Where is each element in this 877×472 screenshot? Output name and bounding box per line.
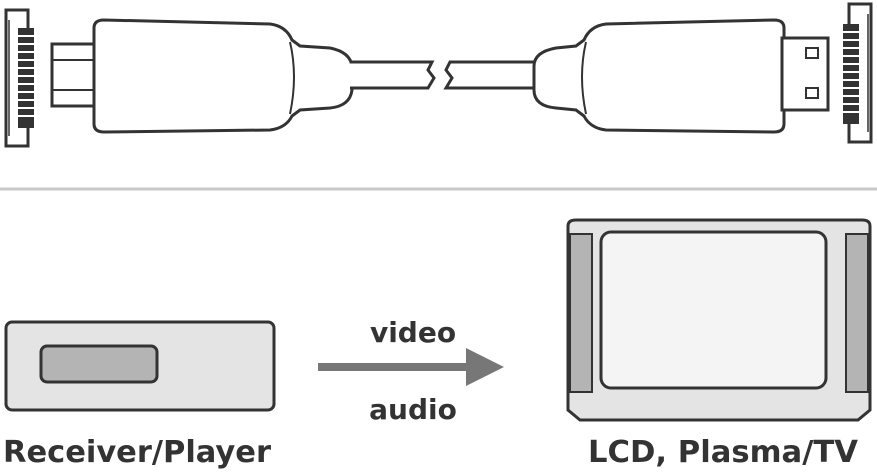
hdmi-cable [4,2,873,148]
left-cable-segment [350,60,436,90]
left-socket-icon [4,8,34,148]
receiver-player-icon [4,320,276,412]
right-cable-segment [443,60,536,90]
display-label: LCD, Plasma/TV [588,435,859,470]
left-plug-icon [50,18,354,134]
tv-display-icon [566,218,872,422]
video-label: video [370,316,456,349]
audio-label: audio [369,393,457,426]
signal-arrow-icon [318,348,504,386]
right-plug-icon [532,18,830,134]
right-socket-icon [843,2,873,144]
receiver-player-label: Receiver/Player [3,435,271,470]
